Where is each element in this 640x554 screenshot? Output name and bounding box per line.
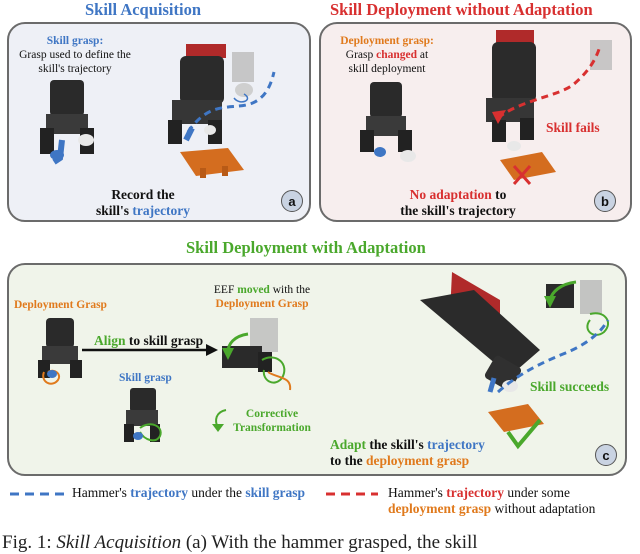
badge-a: a	[281, 190, 303, 212]
desc-at: at	[419, 49, 429, 61]
record-trajectory: trajectory	[132, 203, 191, 218]
legend-right-3: under some	[507, 485, 570, 500]
corrective-line-2: Transformation	[233, 422, 311, 434]
eef-with: with the	[272, 284, 311, 296]
legend-left-3: under the	[191, 485, 242, 500]
desc-grasp: Grasp	[345, 49, 374, 61]
legend-right-line-2: deployment grasp without adaptation	[388, 501, 595, 517]
adapt-deployment-grasp: deployment grasp	[366, 453, 470, 468]
deployment-grasp-desc-2: skill deployment	[348, 63, 426, 75]
legend-right-2: trajectory	[446, 485, 505, 500]
eef-line-1: EEF moved with the	[192, 283, 332, 297]
legend-left: Hammer's trajectory under the skill gras…	[72, 485, 305, 501]
adapt-word: Adapt	[330, 437, 367, 452]
eef-moved-text: EEF moved with the Deployment Grasp	[192, 283, 332, 311]
align-rest: to skill grasp	[128, 333, 204, 348]
legend-right-1: Hammer's	[388, 485, 443, 500]
adapt-to-the: to the	[330, 453, 363, 468]
adapt-line-1: Adapt the skill's trajectory	[330, 437, 485, 453]
legend-right-line-1: Hammer's trajectory under some	[388, 485, 595, 501]
align-text: Align to skill grasp	[94, 333, 203, 349]
title-deployment-without-adaptation: Skill Deployment without Adaptation	[330, 0, 593, 19]
panel-a-description: Skill grasp: Grasp used to define the sk…	[10, 34, 140, 76]
caption-rest: (a) With the hammer grasped, the skill	[185, 532, 478, 553]
no-adaptation-text: No adaptation to the skill's trajectory	[368, 187, 548, 219]
corrective-transformation-text: Corrective Transformation	[222, 407, 322, 435]
badge-c: c	[595, 444, 617, 466]
skill-grasp-desc-2: skill's trajectory	[38, 63, 112, 75]
legend-right-5: without adaptation	[494, 501, 596, 516]
noadapt-line-1: No adaptation to	[368, 187, 548, 203]
legend-left-4: skill grasp	[245, 485, 306, 500]
skill-grasp-label: Skill grasp	[119, 372, 172, 384]
legend-right: Hammer's trajectory under some deploymen…	[388, 485, 595, 517]
legend-right-4: deployment grasp	[388, 501, 492, 516]
record-line-2: skill's trajectory	[88, 203, 198, 219]
align-word: Align	[94, 333, 126, 348]
noadapt-line-2: the skill's trajectory	[400, 203, 516, 218]
eef-word: EEF	[213, 284, 235, 296]
deployment-grasp-label: Deployment Grasp	[14, 299, 107, 311]
figure-caption: Fig. 1: Skill Acquisition (a) With the h…	[2, 532, 478, 554]
eef-line-2: Deployment Grasp	[215, 298, 309, 310]
skill-succeeds-text: Skill succeeds	[530, 379, 610, 394]
skill-grasp-heading: Skill grasp:	[46, 35, 104, 47]
corrective-line-1: Corrective	[245, 408, 299, 420]
deployment-grasp-desc-1: Grasp changed at	[322, 48, 452, 62]
adapt-skills: the skill's	[369, 437, 424, 452]
desc-changed: changed	[376, 49, 418, 61]
record-skills: skill's	[95, 203, 129, 218]
title-skill-acquisition: Skill Acquisition	[85, 0, 202, 19]
title-deployment-with-adaptation: Skill Deployment with Adaptation	[186, 238, 426, 257]
eef-moved: moved	[237, 284, 270, 296]
caption-italic: Skill Acquisition	[56, 532, 182, 553]
adapt-trajectory: trajectory	[427, 437, 485, 452]
adapt-text: Adapt the skill's trajectory to the depl…	[330, 437, 485, 469]
legend-left-1: Hammer's	[72, 485, 127, 500]
skill-grasp-desc-1: Grasp used to define the	[19, 49, 131, 61]
adapt-line-2: to the deployment grasp	[330, 453, 485, 469]
panel-b-description: Deployment grasp: Grasp changed at skill…	[322, 34, 452, 76]
deployment-grasp-heading: Deployment grasp:	[340, 35, 434, 47]
record-trajectory-text: Record the skill's trajectory	[88, 187, 198, 219]
caption-prefix: Fig. 1:	[2, 532, 52, 553]
skill-fails-text: Skill fails	[546, 120, 600, 135]
noadapt-no-adaptation: No adaptation	[409, 187, 492, 202]
noadapt-to: to	[495, 187, 507, 202]
legend-left-2: trajectory	[130, 485, 189, 500]
record-line-1: Record the	[111, 187, 175, 202]
badge-b: b	[594, 190, 616, 212]
